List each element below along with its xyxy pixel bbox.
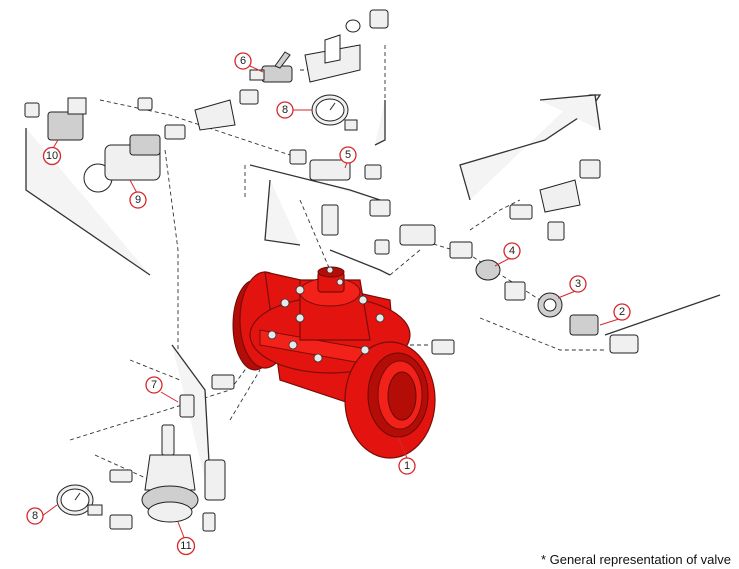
mounting-bracket [304,34,361,83]
bolt [336,278,344,286]
bolt [358,295,368,305]
callout-3: 3 [569,275,587,293]
callout-3-label: 3 [575,278,581,290]
callout-8-lower-label: 8 [32,510,38,522]
callout-7: 7 [145,376,163,394]
callout-11-label: 11 [180,540,191,552]
elbow-fitting-top [345,9,389,33]
solenoid-valve-10 [24,97,153,141]
callout-2-label: 2 [619,306,625,318]
callout-4: 4 [503,242,521,260]
fitting-5 [309,159,382,181]
callout-8-upper-label: 8 [282,104,288,116]
bolt [267,330,277,340]
callout-2: 2 [613,303,631,321]
callout-5: 5 [339,146,357,164]
pilot-valve-9 [83,134,161,193]
bolt [280,298,290,308]
callout-9-label: 9 [135,194,141,206]
callout-4-label: 4 [509,245,515,257]
tee-fitting-right [509,159,601,241]
callout-8-lower: 8 [26,507,44,525]
callout-10-label: 10 [46,150,58,162]
ball-valve-6 [249,51,293,83]
bolt [295,285,305,295]
center-fittings [321,199,473,259]
pressure-reducing-pilot-11 [141,424,199,523]
callout-5-label: 5 [345,149,351,161]
callout-6: 6 [234,52,252,70]
callout-8-upper: 8 [276,101,294,119]
tee-fitting-upper [164,89,307,165]
pressure-gauge-upper [311,94,358,131]
callout-9: 9 [129,191,147,209]
fitting-2 [569,314,639,354]
bolt [326,266,334,274]
tubing [25,94,721,500]
main-valve-body [232,266,436,459]
callout-1: 1 [398,457,416,475]
callout-1-label: 1 [404,460,410,472]
footnote: * General representation of valve [540,552,731,567]
callout-11: 11 [176,536,196,556]
pressure-gauge-lower [56,484,103,516]
bolt [375,313,385,323]
small-fittings [109,339,455,532]
callout-10: 10 [42,146,62,166]
callout-7-label: 7 [151,379,157,391]
callout-6-label: 6 [240,55,246,67]
bolt [360,345,370,355]
fitting-4 [475,259,526,301]
bolt [288,340,298,350]
bolt [313,353,323,363]
fitting-3 [537,292,563,318]
bolt [295,313,305,323]
